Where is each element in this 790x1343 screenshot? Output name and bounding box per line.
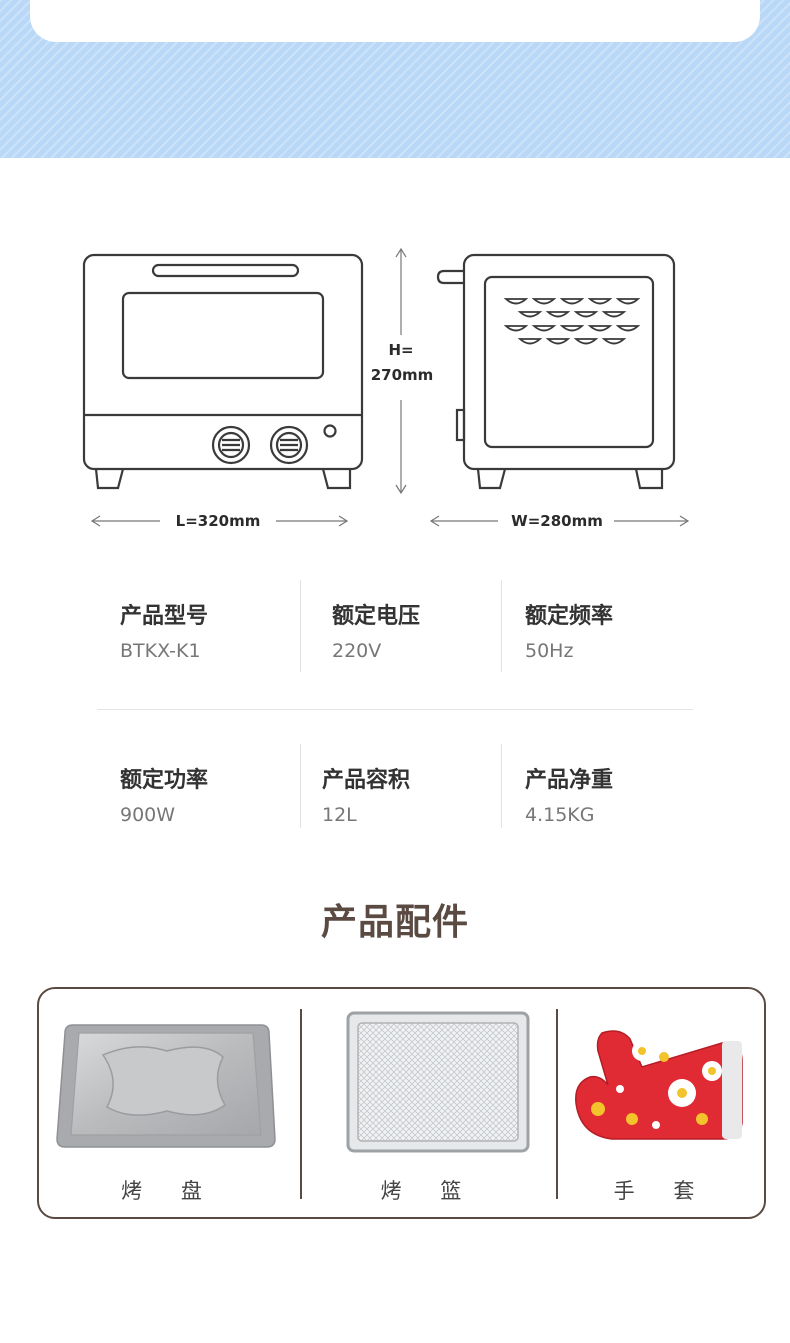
vent-slit [559,298,585,305]
vent-slit [545,338,571,345]
spec-divider [501,580,502,672]
vent-slit [601,338,627,345]
spec-row-divider [97,709,693,710]
top-banner [0,0,790,158]
vent-slit [615,325,641,332]
spec-divider [501,744,502,828]
spec-value: 220V [332,640,382,662]
accessory-oven-mitt: 手 套 [558,989,766,1221]
spec-value: BTKX-K1 [120,640,201,662]
vent-slit [545,311,571,318]
height-arrow [395,247,407,495]
accessory-label: 烤 篮 [380,1179,478,1203]
spec-row-1: 产品型号 BTKX-K1 额定电压 220V 额定频率 50Hz [0,580,790,680]
accessory-baking-basket: 烤 篮 [302,989,556,1221]
oven-vents [503,298,641,345]
vent-slit [573,311,599,318]
spec-label: 产品容积 [322,768,411,793]
spec-value: 12L [322,804,357,826]
spec-row-2: 额定功率 900W 产品容积 12L 产品净重 4.15KG [0,744,790,844]
spec-value: 50Hz [525,640,574,662]
oven-mitt-icon [575,1030,743,1140]
baking-basket-icon [346,1011,530,1153]
vent-slit [517,311,543,318]
spec-label: 额定电压 [332,604,421,629]
length-arrow [90,515,349,527]
accessories-title: 产品配件 [320,902,469,943]
spec-label: 产品净重 [525,768,614,793]
vent-slit [559,325,585,332]
accessory-label: 烤 盘 [121,1179,218,1203]
spec-divider [300,580,301,672]
length-label: L=320mm [176,512,261,530]
spec-divider [300,744,301,828]
spec-value: 900W [120,804,176,826]
accessory-label: 手 套 [613,1179,711,1203]
banner-card [30,0,760,42]
width-arrow [429,515,690,527]
accessory-baking-tray: 烤 盘 [39,989,300,1221]
accessories-panel: 烤 盘 烤 篮 [37,987,766,1219]
spec-label: 产品型号 [120,604,209,629]
vent-slit [615,298,641,305]
accessory-divider [300,1009,302,1199]
vent-slit [587,325,613,332]
vent-slit [587,298,613,305]
oven-dimension-svg: H= 270mm L=320mm W=280mm [82,247,690,530]
spec-label: 额定功率 [120,768,209,793]
dimension-diagram: H= 270mm L=320mm W=280mm [0,235,790,535]
vent-slit [503,325,529,332]
width-label: W=280mm [511,512,603,530]
spec-label: 额定频率 [525,604,614,629]
accessory-divider [556,1009,558,1199]
height-label-1: H= [388,341,413,359]
vent-slit [531,325,557,332]
height-label-2: 270mm [371,366,434,384]
vent-slit [503,298,529,305]
oven-side-view [436,253,676,490]
baking-tray-icon [56,1024,276,1148]
vent-slit [517,338,543,345]
oven-front-view [82,253,364,490]
vent-slit [601,311,627,318]
spec-value: 4.15KG [525,804,595,826]
vent-slit [573,338,599,345]
vent-slit [531,298,557,305]
